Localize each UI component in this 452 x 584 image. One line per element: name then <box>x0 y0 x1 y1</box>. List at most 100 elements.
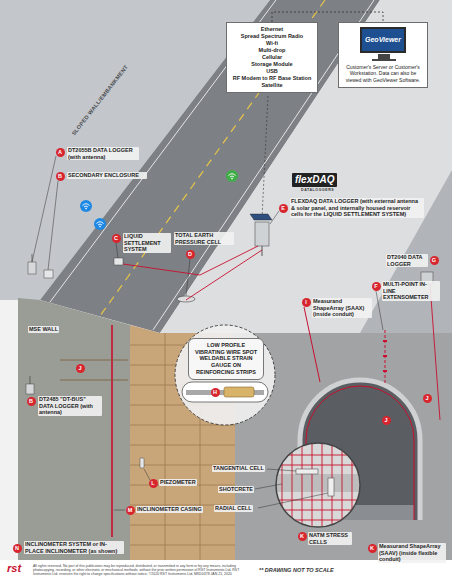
callout-number: K <box>298 532 307 541</box>
callout-number: E <box>279 204 288 213</box>
callout-label: TANGENTIAL CELL <box>212 465 265 472</box>
callout-label: Measurand ShapeArray (SAAX) (inside cond… <box>312 298 372 318</box>
callout-letter: B <box>56 172 65 181</box>
callout-number: G <box>430 256 439 265</box>
callout-label: SECONDARY ENCLOSURE <box>67 172 147 179</box>
logo-text: flexDAQ <box>292 173 337 187</box>
earth-pressure-cell <box>177 296 195 302</box>
saax-conduit <box>304 307 320 382</box>
callout-letter: G <box>430 256 439 265</box>
solar-panel <box>250 214 272 220</box>
copyright-note: All rights reserved. No part of this pub… <box>32 564 247 576</box>
callout-number: M <box>126 506 135 515</box>
callout-label: DT2485 "DT-BUS" DATA LOGGER (with antenn… <box>38 396 102 416</box>
callout-number: A <box>56 148 65 157</box>
leader-line <box>144 469 150 480</box>
callout-letter: K <box>298 532 307 541</box>
magnifier <box>175 325 275 425</box>
wifi-icon <box>94 218 106 230</box>
callout-label: TOTAL EARTH PRESSURE CELL <box>174 232 234 245</box>
node-text: Customer's Server or Customer's Workstat… <box>343 64 423 83</box>
callout-label: DT2040 DATA LOGGER <box>386 254 428 267</box>
road-shoulder <box>160 0 452 333</box>
node-text: Wi-fi <box>231 40 313 47</box>
callout-number: D <box>186 250 195 259</box>
wifi-icon <box>226 170 238 182</box>
reinforcing-strips <box>60 360 128 380</box>
sensor-cable <box>430 284 440 420</box>
callout-letter: C <box>112 234 121 243</box>
node-text: Cellular <box>231 54 313 61</box>
wifi-icon <box>80 200 92 212</box>
flexdaq-logger <box>255 222 269 246</box>
callout-number: H <box>211 388 220 397</box>
callout-label: INCLINOMETER CASING <box>136 506 203 513</box>
logger-post <box>262 246 263 256</box>
callout-label: NATM STRESS CELLS <box>308 532 352 545</box>
callout-label: RADIAL CELL <box>214 505 253 512</box>
strain-gauge-capsule <box>182 382 268 402</box>
callout-label: LIQUID SETTLEMENT SYSTEM <box>123 233 171 253</box>
callout-box: LOW PROFILE VIBRATING WIRE SPOT WELDABLE… <box>188 338 264 380</box>
magnifier-rim <box>276 443 360 527</box>
strain-gauge <box>224 387 254 397</box>
callout-number: B <box>56 172 65 181</box>
callout-letter: I <box>302 298 311 307</box>
callout-number: J <box>423 394 432 403</box>
antenna <box>30 376 31 384</box>
node-text: Storage Module <box>231 61 313 68</box>
piezometer <box>140 458 144 468</box>
callout-number: C <box>112 234 121 243</box>
secondary-enclosure <box>44 270 53 278</box>
node-text: Multi-drop <box>231 47 313 54</box>
callout-letter: D <box>186 250 195 259</box>
communications-box: EthernetSpread Spectrum RadioWi-fiMulti-… <box>226 22 318 93</box>
callout-number: J <box>76 364 85 373</box>
antenna <box>32 254 33 262</box>
callout-label: ** DRAWING NOT TO SCALE <box>258 567 335 574</box>
callout-label: MSE WALL <box>28 326 59 333</box>
callout-letter: J <box>382 416 391 425</box>
liquid-settlement-cell <box>114 258 123 265</box>
node-text: RF Modem to RF Base Station <box>231 75 313 82</box>
callout-letter: K <box>368 544 377 553</box>
callout-letter: J <box>423 394 432 403</box>
callout-label: DATALOGGERS <box>300 188 335 192</box>
callout-number: L <box>149 479 158 488</box>
callout-label: MULTI-POINT IN-LINE EXTENSOMETER <box>382 281 440 301</box>
callout-letter: H <box>211 388 220 397</box>
callout-label: DT2055B DATA LOGGER (with antenna) <box>67 147 139 160</box>
callout-letter: E <box>279 204 288 213</box>
customer-box: Customer's Server or Customer's Workstat… <box>338 22 428 88</box>
extensometer-anchors <box>383 340 387 372</box>
logo-text: rst <box>6 562 22 575</box>
node-text: Ethernet <box>231 26 313 33</box>
leader-lines <box>32 156 328 508</box>
callout-label: PIEZOMETER <box>159 479 197 486</box>
leader-line <box>114 510 125 511</box>
callout-label: INCLINOMETER SYSTEM or IN-PLACE INCLINOM… <box>24 541 124 554</box>
callout-letter: A <box>56 148 65 157</box>
dt2055b-logger <box>28 262 36 274</box>
radio-link <box>262 96 268 218</box>
inclinometer-casing <box>111 325 113 537</box>
callout-label: Measurand ShapeArray (SAAV) (inside flex… <box>378 543 446 563</box>
callout-number: J <box>382 416 391 425</box>
callout-number: K <box>368 544 377 553</box>
callout-number: B <box>27 397 36 406</box>
callout-label: FLEXDAQ DATA LOGGER (with external anten… <box>290 198 424 218</box>
monitor-base <box>372 59 396 61</box>
callout-letter: M <box>126 506 135 515</box>
callout-letter: N <box>13 544 22 553</box>
node-text: USB <box>231 68 313 75</box>
callout-label: SHOTCRETE <box>218 486 254 493</box>
callout-letter: L <box>149 479 158 488</box>
natm-detail <box>270 440 370 530</box>
callout-letter: J <box>76 364 85 373</box>
node-text: GeoViewer <box>365 36 401 45</box>
callout-number: I <box>302 298 311 307</box>
callout-number: F <box>372 282 381 291</box>
callout-letter: F <box>372 282 381 291</box>
footer-ground <box>0 560 452 584</box>
